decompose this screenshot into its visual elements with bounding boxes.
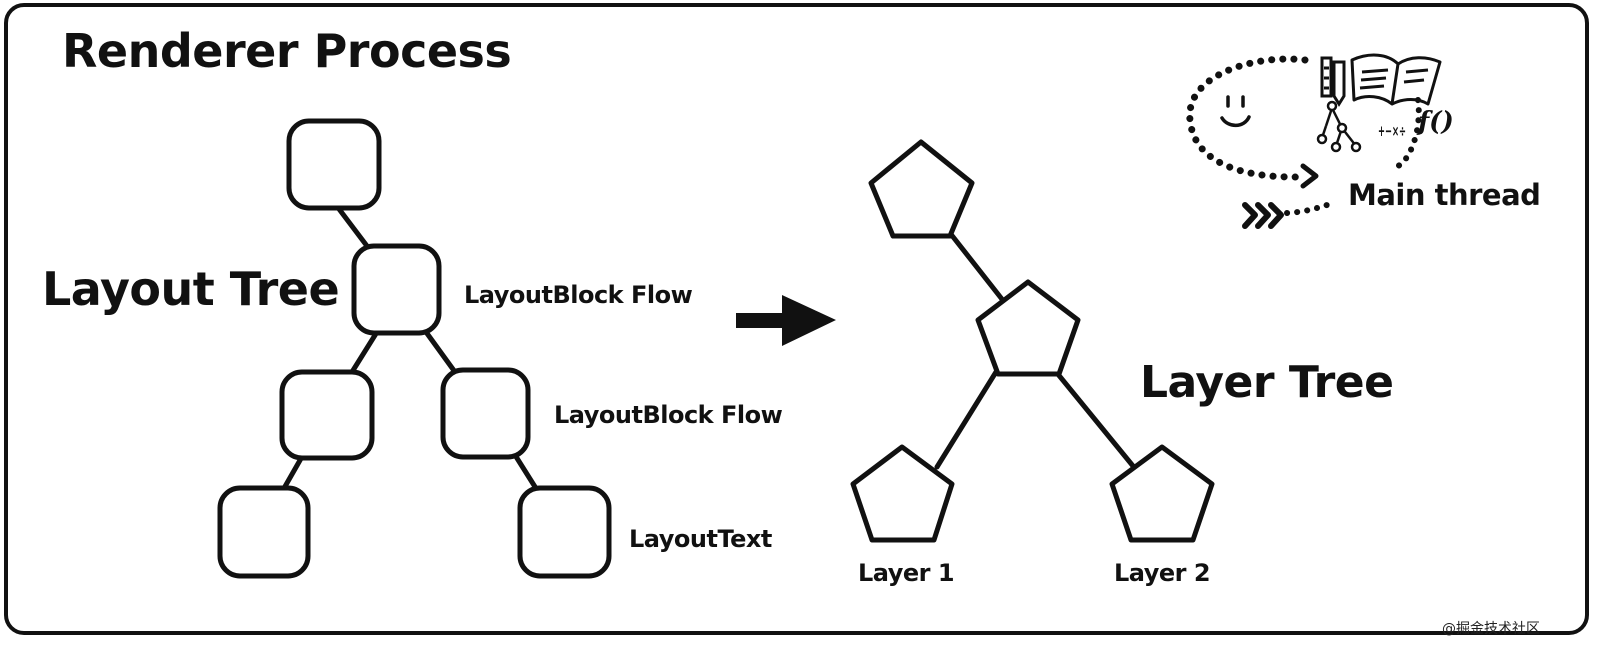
- layout-block-flow-label-2: LayoutBlock Flow: [554, 401, 783, 429]
- tree-edge: [423, 329, 458, 375]
- layer-edge: [947, 230, 1008, 306]
- layer-1-label: Layer 1: [858, 559, 955, 587]
- main-thread-illustration: +−×÷ f(): [1186, 53, 1454, 229]
- layout-block-flow-label: LayoutBlock Flow: [464, 281, 693, 309]
- tree-edge: [512, 452, 540, 493]
- main-thread-label: Main thread: [1348, 178, 1541, 212]
- dotted-trail: [1284, 201, 1333, 216]
- smiley-icon: [1220, 95, 1251, 128]
- function-icon: f(): [1416, 107, 1454, 137]
- tree-edge: [280, 452, 306, 493]
- diagram-frame: [4, 3, 1589, 635]
- watermark: @掘金技术社区: [1442, 621, 1540, 637]
- arrowhead-icon: [1300, 163, 1319, 189]
- math-operators-icon: +−×÷: [1378, 122, 1406, 140]
- layout-tree-title: Layout Tree: [42, 262, 340, 316]
- open-book-icon: [1350, 53, 1442, 106]
- layer-node-middle: [975, 279, 1081, 377]
- arrow-right-icon: [736, 295, 836, 346]
- tree-diagram-icon: [1316, 100, 1362, 153]
- layer-edge: [1054, 370, 1136, 469]
- layer-edge: [934, 369, 999, 470]
- dotted-loop: [1186, 55, 1309, 181]
- pencil-ruler-icon: [1320, 56, 1346, 107]
- layer-node-1: [850, 444, 955, 543]
- tree-edge: [333, 202, 373, 253]
- tree-edge: [349, 329, 380, 375]
- layout-node-left: [279, 369, 375, 461]
- layout-node-leaf-left: [217, 485, 311, 579]
- layer-node-2: [1109, 444, 1215, 543]
- page-title: Renderer Process: [62, 24, 512, 78]
- layout-node-block-flow-2: [440, 367, 531, 460]
- dotted-curve: [1395, 97, 1422, 169]
- chevrons-right-icon: [1242, 202, 1284, 229]
- layout-node-text: [517, 485, 612, 579]
- layer-node-root: [868, 139, 975, 239]
- layout-node-block-flow: [351, 243, 442, 336]
- layer-tree-title: Layer Tree: [1140, 357, 1394, 408]
- layout-node-root: [286, 118, 382, 211]
- layout-text-label: LayoutText: [629, 525, 772, 553]
- layer-2-label: Layer 2: [1114, 559, 1211, 587]
